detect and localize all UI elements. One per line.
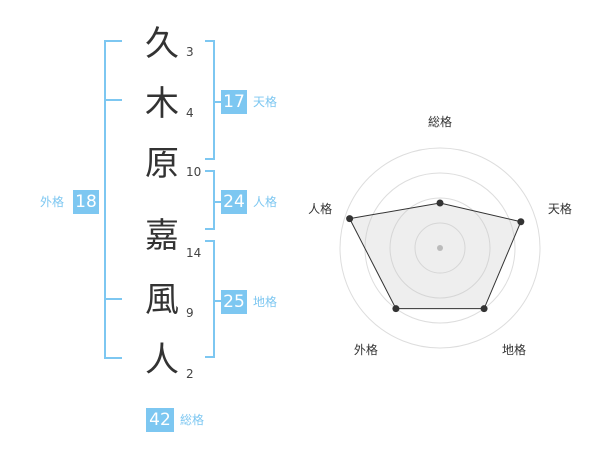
radar-axis-label: 天格 — [548, 201, 572, 216]
jinkaku-label: 人格 — [253, 195, 278, 209]
stroke-count-2: 4 — [186, 106, 194, 120]
name-char-3: 原 — [145, 144, 179, 184]
gaikaku-bracket-tick — [104, 298, 122, 300]
radar-axis-label: 外格 — [354, 342, 378, 357]
name-char-5: 風 — [145, 280, 179, 320]
name-char-1: 久 — [145, 24, 179, 64]
stroke-count-6: 2 — [186, 367, 194, 381]
soukaku-value-badge: 42 — [146, 408, 174, 432]
radar-axis-label: 地格 — [502, 342, 526, 357]
tenkaku-bracket-tick — [205, 158, 215, 160]
name-char-4: 嘉 — [145, 216, 179, 256]
radar-point-5 — [346, 215, 354, 223]
jinkaku-value-badge: 24 — [221, 190, 247, 214]
tenkaku-bracket — [213, 40, 215, 160]
radar-point-2 — [517, 218, 525, 226]
jinkaku-bracket — [213, 170, 215, 230]
gaikaku-bracket-tick — [104, 99, 122, 101]
radar-point-4 — [392, 305, 400, 313]
chikaku-bracket — [213, 240, 215, 358]
gaikaku-bracket-tick — [104, 357, 122, 359]
radar-grid-ring — [389, 197, 491, 299]
stroke-count-1: 3 — [186, 45, 194, 59]
soukaku-label: 総格 — [180, 413, 205, 427]
radar-axis-label: 人格 — [308, 201, 332, 216]
chikaku-bracket-tick — [205, 356, 215, 358]
chikaku-label: 地格 — [253, 295, 278, 309]
radar-center-dot — [437, 245, 443, 251]
radar-data-polygon — [348, 202, 522, 310]
radar-grid-ring — [414, 222, 466, 274]
jinkaku-bracket-tick — [205, 170, 215, 172]
gaikaku-bracket — [104, 40, 106, 358]
tenkaku-bracket-tick — [205, 40, 215, 42]
stroke-count-5: 9 — [186, 306, 194, 320]
tenkaku-bracket-connector — [213, 101, 221, 103]
stroke-count-3: 10 — [186, 165, 202, 179]
chikaku-value-badge: 25 — [221, 290, 247, 314]
radar-point-3 — [480, 305, 488, 313]
gaikaku-value-badge: 18 — [73, 190, 99, 214]
name-char-6: 人 — [145, 340, 179, 380]
chikaku-bracket-tick — [205, 240, 215, 242]
stroke-count-4: 14 — [186, 246, 202, 260]
jinkaku-bracket-tick — [205, 228, 215, 230]
radar-axis-label: 総格 — [428, 114, 452, 129]
chikaku-bracket-connector — [213, 300, 221, 302]
radar-grid-ring — [339, 147, 541, 349]
name-char-2: 木 — [145, 84, 179, 124]
radar-point-1 — [436, 199, 444, 207]
tenkaku-label: 天格 — [253, 95, 278, 109]
gaikaku-label: 外格 — [40, 195, 65, 209]
gaikaku-bracket-tick — [104, 40, 122, 42]
tenkaku-value-badge: 17 — [221, 90, 247, 114]
jinkaku-bracket-connector — [213, 201, 221, 203]
